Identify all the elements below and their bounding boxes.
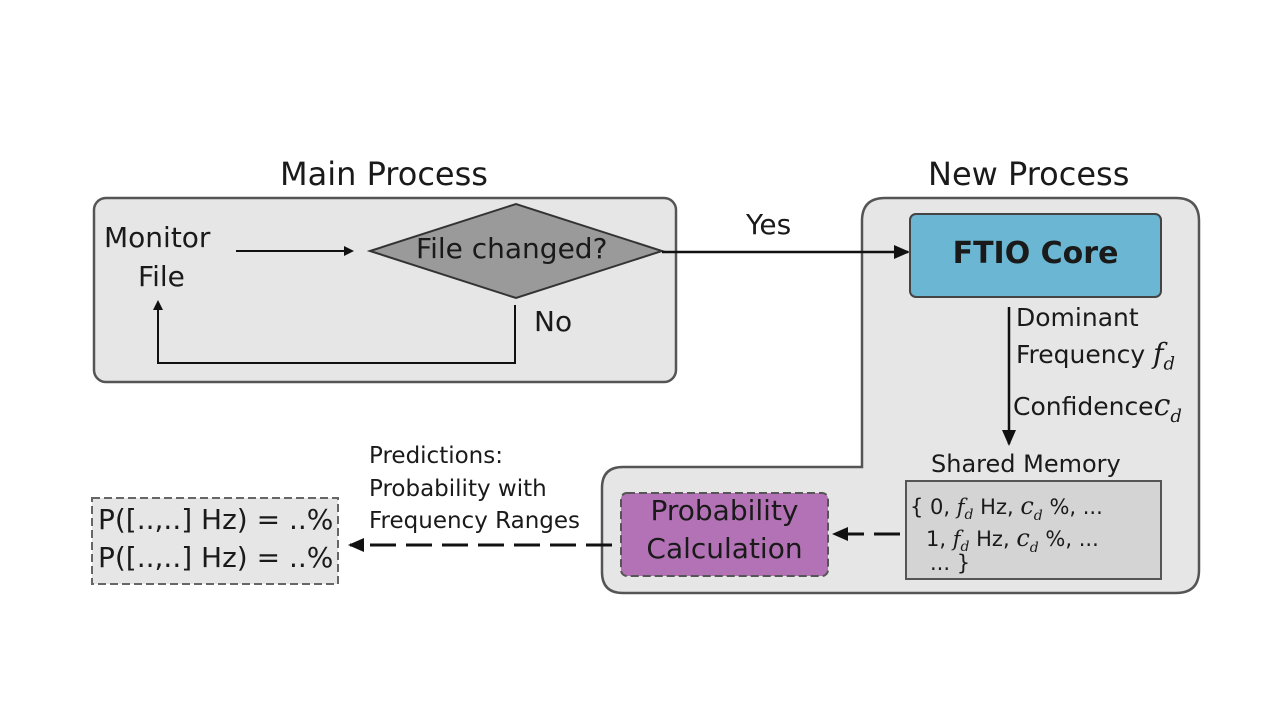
memory-row-0: { 0, fd Hz, cd %, ... <box>910 492 1103 524</box>
dominant-label-line1: Dominant <box>1016 303 1139 332</box>
predictions-line3: Frequency Ranges <box>369 508 581 534</box>
confidence-word: Confidence <box>1013 392 1154 421</box>
probability-label-line1: Probability <box>650 494 799 527</box>
output-line2: P([..,..] Hz) = ..% <box>98 541 334 574</box>
dominant-label-line2: Frequency fd <box>1016 337 1176 375</box>
new-process-title: New Process <box>928 155 1130 193</box>
confidence-symbol: cd <box>1153 388 1182 427</box>
decision-label: File changed? <box>416 232 608 265</box>
yes-label: Yes <box>746 208 792 241</box>
monitor-label-line1: Monitor <box>104 221 211 254</box>
memory-row-1: 1, fd Hz, cd %, ... <box>926 524 1099 556</box>
output-line1: P([..,..] Hz) = ..% <box>98 503 334 536</box>
memory-row-last: ... } <box>930 551 971 575</box>
dominant-frequency-symbol: fd <box>1153 337 1176 375</box>
dominant-frequency-word: Frequency <box>1016 340 1146 369</box>
probability-calculation-box <box>620 492 829 577</box>
shared-memory-box <box>905 480 1162 580</box>
shared-memory-title: Shared Memory <box>931 450 1121 478</box>
no-label: No <box>534 305 573 338</box>
predictions-output-box <box>91 497 339 585</box>
no-loop-arrow <box>153 300 516 364</box>
main-process-title: Main Process <box>280 155 488 193</box>
probability-label-line2: Calculation <box>646 532 803 565</box>
confidence-label: Confidencecd <box>1013 388 1182 428</box>
predictions-line1: Predictions: <box>369 443 503 469</box>
ftio-core-box <box>909 213 1162 298</box>
ftio-core-label: FTIO Core <box>952 236 1119 271</box>
predictions-line2: Probability with <box>369 476 547 502</box>
monitor-label-line2: File <box>138 260 185 293</box>
